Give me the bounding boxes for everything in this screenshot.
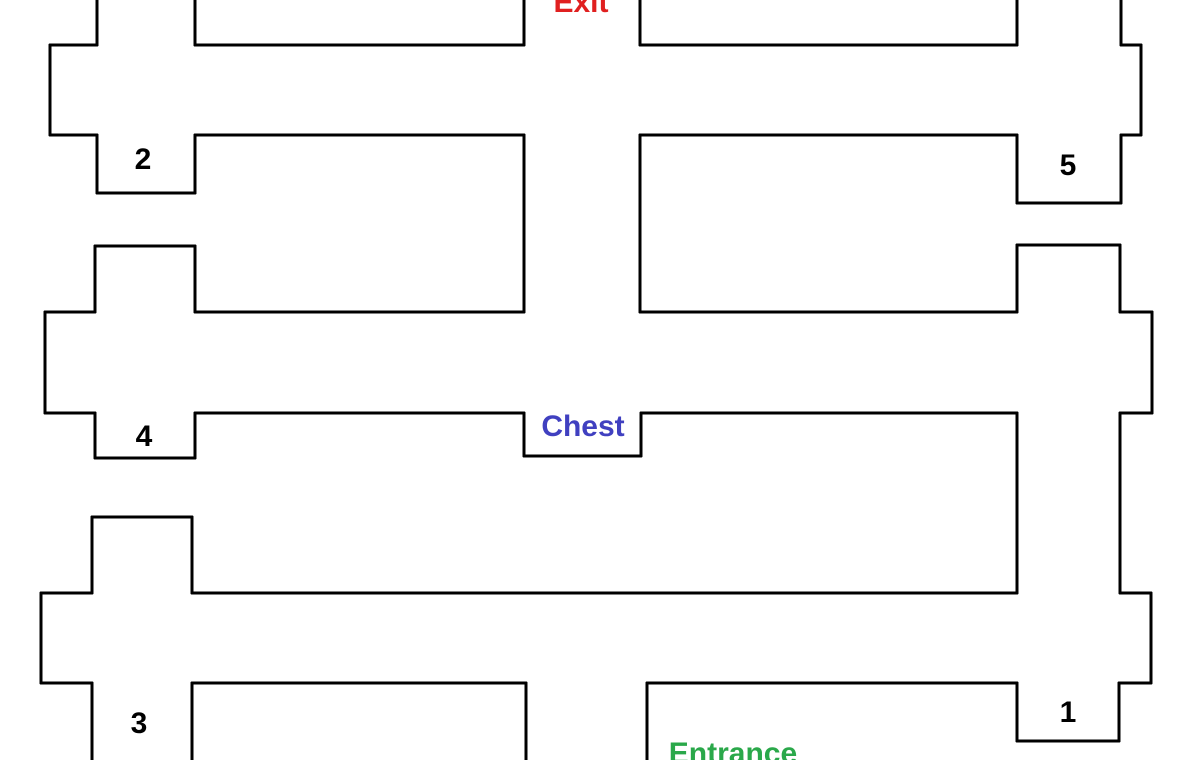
chest-label: Chest bbox=[541, 410, 624, 443]
room-number-5: 5 bbox=[1060, 149, 1077, 182]
room-number-4: 4 bbox=[136, 420, 153, 453]
room-number-2: 2 bbox=[135, 143, 152, 176]
exit-label: Exit bbox=[553, 0, 608, 19]
room-number-3: 3 bbox=[131, 707, 148, 740]
entrance-label: Entrance bbox=[669, 737, 797, 760]
dungeon-walls bbox=[39, 0, 1154, 760]
room-number-1: 1 bbox=[1060, 696, 1077, 729]
